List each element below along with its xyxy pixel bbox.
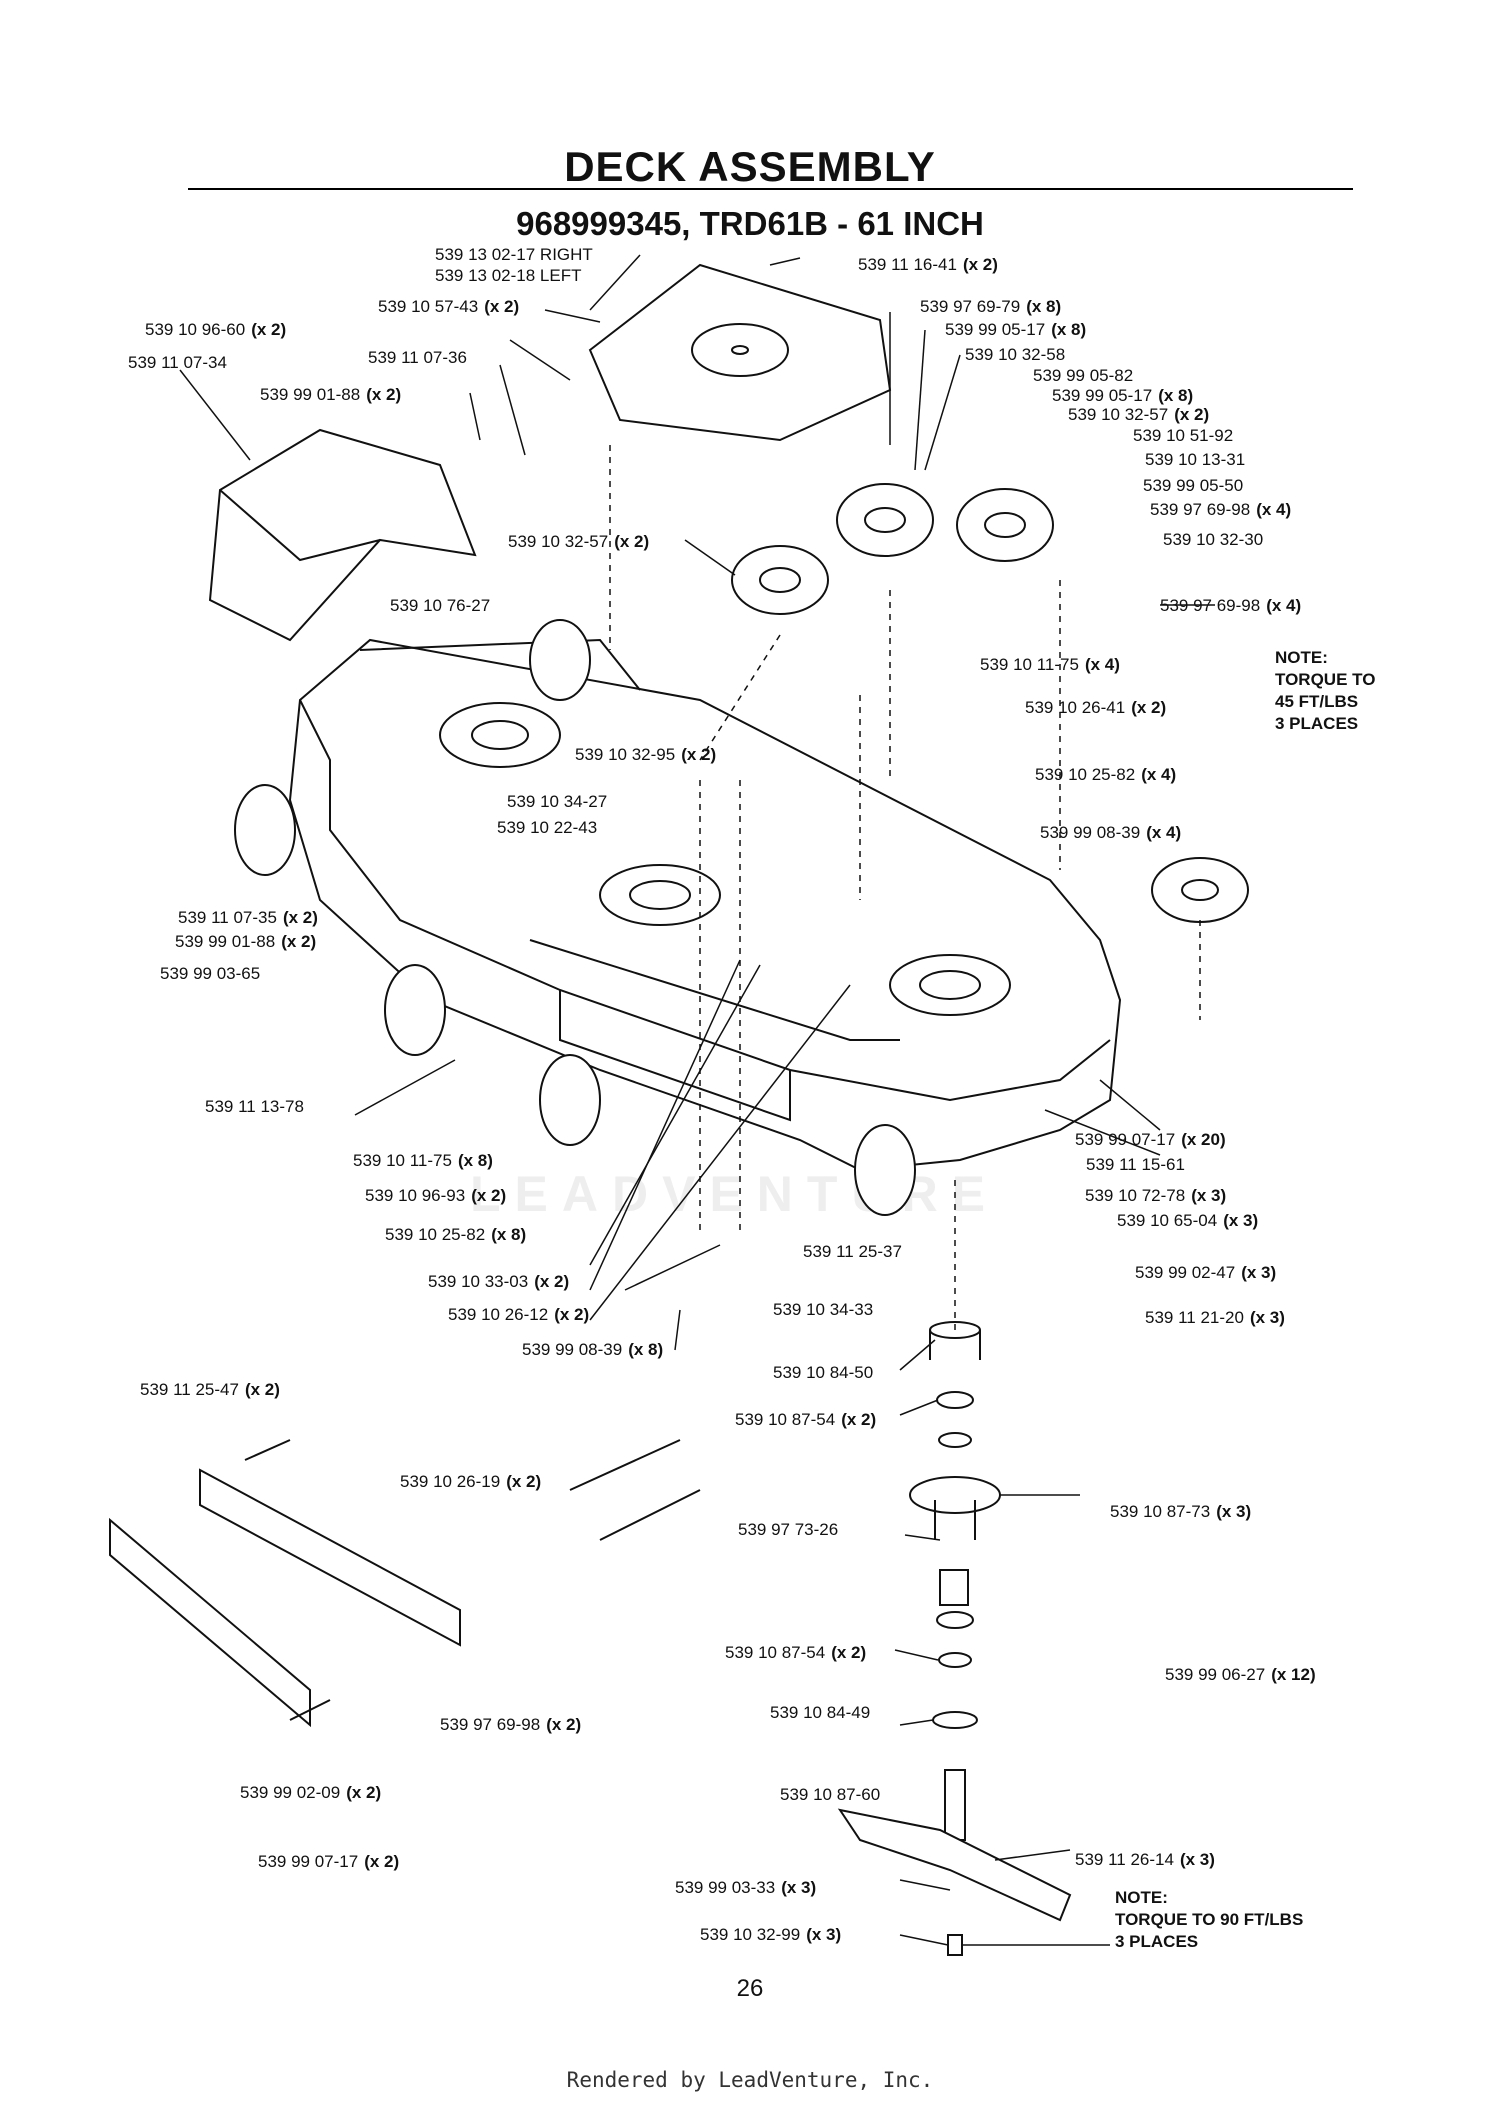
callout-label: 539 99 03-33(x 3) bbox=[675, 1878, 817, 1897]
callout-label: 539 97 69-98(x 4) bbox=[1150, 500, 1292, 519]
callout-label: 539 99 08-39(x 4) bbox=[1040, 823, 1182, 842]
callout-label: 539 99 07-17(x 2) bbox=[258, 1852, 400, 1871]
callout-label: 539 10 32-95(x 2) bbox=[575, 745, 717, 764]
model-subtitle: 968999345, TRD61B - 61 INCH bbox=[516, 205, 984, 242]
callout-label: 539 11 07-34 bbox=[128, 353, 227, 372]
callout-label: 539 10 96-60(x 2) bbox=[145, 320, 287, 339]
callout-label: 539 10 96-93(x 2) bbox=[365, 1186, 507, 1205]
callout-label: 539 99 05-17(x 8) bbox=[1052, 386, 1194, 405]
callout-label: 539 10 26-41(x 2) bbox=[1025, 698, 1167, 717]
deck-pulley bbox=[439, 702, 561, 768]
callout-label: 539 99 05-50 bbox=[1143, 476, 1244, 495]
callout-label: 539 10 32-58 bbox=[965, 345, 1066, 364]
idler-pulleys bbox=[731, 483, 1249, 923]
callout-label: 539 99 08-39(x 8) bbox=[522, 1340, 664, 1359]
callout-label: 539 10 65-04(x 3) bbox=[1117, 1211, 1259, 1230]
callout-label: 539 10 11-75(x 8) bbox=[353, 1151, 493, 1170]
callout-label: 539 10 84-50 bbox=[773, 1363, 874, 1382]
callout-label: 539 11 13-78 bbox=[205, 1097, 304, 1116]
deck-spindle-openings bbox=[599, 864, 1011, 1016]
callout-label: 539 11 26-14(x 3) bbox=[1075, 1850, 1215, 1869]
callout-label: 539 11 16-41(x 2) bbox=[858, 255, 998, 274]
callout-label: 539 10 32-57(x 2) bbox=[1068, 405, 1210, 424]
callout-label: 539 11 21-20(x 3) bbox=[1145, 1308, 1285, 1327]
deck-shell bbox=[288, 638, 1122, 1172]
footer-credit: Rendered by LeadVenture, Inc. bbox=[566, 2068, 934, 2092]
title-rule bbox=[188, 188, 1353, 190]
callout-label: 539 10 87-60 bbox=[780, 1785, 881, 1804]
callout-label: 539 97 69-79(x 8) bbox=[920, 297, 1062, 316]
callout-label: 539 11 07-35(x 2) bbox=[178, 908, 318, 927]
callout-label: 539 99 02-47(x 3) bbox=[1135, 1263, 1277, 1282]
deck-wheels bbox=[234, 619, 916, 1216]
callout-label: 539 10 84-49 bbox=[770, 1703, 871, 1722]
page-title: DECK ASSEMBLY bbox=[564, 143, 936, 190]
anti-scalp-brackets bbox=[109, 1439, 701, 1728]
callout-label: 539 99 02-09(x 2) bbox=[240, 1783, 382, 1802]
mower-blade bbox=[837, 1808, 1072, 1956]
spindle-stack bbox=[909, 1321, 1001, 1841]
callout-label: 539 10 32-57(x 2) bbox=[508, 532, 650, 551]
callout-label: 539 10 72-78(x 3) bbox=[1085, 1186, 1227, 1205]
callout-label: 539 10 87-54(x 2) bbox=[725, 1643, 867, 1662]
callout-label: 539 97 69-98(x 4) bbox=[1160, 596, 1302, 615]
callout-label: 539 10 13-31 bbox=[1145, 450, 1246, 469]
callout-label: 539 99 05-82 bbox=[1033, 366, 1134, 385]
callout-label: 539 13 02-18 LEFT bbox=[435, 266, 582, 285]
leader-dashes bbox=[609, 445, 1201, 1330]
callout-label: 539 10 87-54(x 2) bbox=[735, 1410, 877, 1429]
callout-label: 539 10 32-30 bbox=[1163, 530, 1264, 549]
callout-label: 539 13 02-17 RIGHT bbox=[435, 245, 593, 264]
callout-label: 539 11 15-61 bbox=[1086, 1155, 1185, 1174]
callout-label: 539 10 51-92 bbox=[1133, 426, 1234, 445]
belt-cover bbox=[588, 263, 892, 442]
callout-label: 539 10 22-43 bbox=[497, 818, 598, 837]
callout-label: 539 10 34-33 bbox=[773, 1300, 874, 1319]
discharge-chute bbox=[208, 428, 477, 642]
callout-label: 539 11 07-36 bbox=[368, 348, 467, 367]
callout-label: 539 10 25-82(x 4) bbox=[1035, 765, 1177, 784]
callout-label: 539 11 25-47(x 2) bbox=[140, 1380, 280, 1399]
callout-label: 539 99 01-88(x 2) bbox=[175, 932, 317, 951]
callout-label: 539 10 33-03(x 2) bbox=[428, 1272, 570, 1291]
callout-label: 539 11 25-37 bbox=[803, 1242, 902, 1261]
torque-note-45: NOTE: TORQUE TO 45 FT/LBS 3 PLACES bbox=[1275, 648, 1376, 733]
callout-label: 539 99 06-27(x 12) bbox=[1165, 1665, 1316, 1684]
callout-label: 539 10 87-73(x 3) bbox=[1110, 1502, 1252, 1521]
callout-label: 539 10 76-27 bbox=[390, 596, 491, 615]
callout-label: 539 99 01-88(x 2) bbox=[260, 385, 402, 404]
callout-label: 539 99 07-17(x 20) bbox=[1075, 1130, 1226, 1149]
page-number: 26 bbox=[736, 1975, 764, 2002]
callout-label: 539 99 03-65 bbox=[160, 964, 261, 983]
leader-lines bbox=[179, 254, 1215, 1946]
callout-label: 539 10 57-43(x 2) bbox=[378, 297, 520, 316]
callout-label: 539 10 25-82(x 8) bbox=[385, 1225, 527, 1244]
callout-label: 539 10 32-99(x 3) bbox=[700, 1925, 842, 1944]
callout-label: 539 10 34-27 bbox=[507, 792, 608, 811]
callout-label: 539 10 26-19(x 2) bbox=[400, 1472, 542, 1491]
callout-label: 539 99 05-17(x 8) bbox=[945, 320, 1087, 339]
torque-note-90: NOTE: TORQUE TO 90 FT/LBS 3 PLACES bbox=[1115, 1888, 1304, 1951]
callout-label: 539 97 73-26 bbox=[738, 1520, 839, 1539]
callout-label: 539 10 26-12(x 2) bbox=[448, 1305, 590, 1324]
callout-label: 539 97 69-98(x 2) bbox=[440, 1715, 582, 1734]
callout-label: 539 10 11-75(x 4) bbox=[980, 655, 1120, 674]
